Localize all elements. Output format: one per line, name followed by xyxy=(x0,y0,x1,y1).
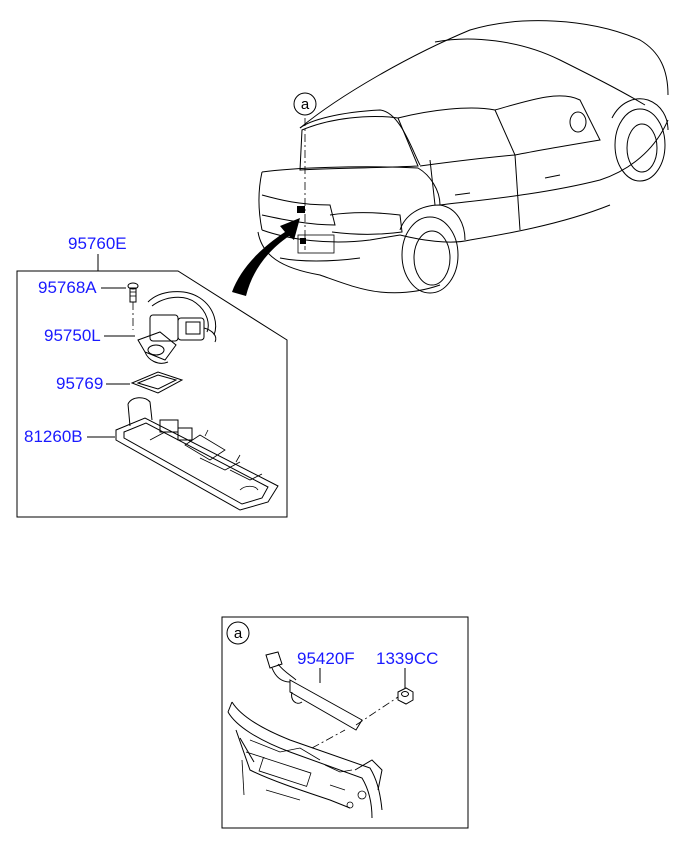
label-garnish: 81260B xyxy=(24,427,83,446)
location-arrow xyxy=(232,218,300,296)
callout-a-detail-letter: a xyxy=(234,625,243,642)
nut-part xyxy=(397,687,414,705)
camera-location-mark xyxy=(297,206,305,213)
unit-location-mark xyxy=(300,238,306,244)
parts-box-top xyxy=(16,270,288,518)
label-camera: 95750L xyxy=(44,326,101,345)
callout-a-top-letter: a xyxy=(301,96,310,113)
label-nut: 1339CC xyxy=(376,649,438,668)
callout-a-detail: a xyxy=(226,621,250,645)
label-screw: 95768A xyxy=(38,278,97,297)
callout-a-top: a xyxy=(293,92,317,116)
screw-part xyxy=(127,282,139,330)
detail-box-a xyxy=(221,616,469,829)
label-assembly: 95760E xyxy=(68,234,127,253)
camera-part xyxy=(137,291,217,364)
trunk-panel-part xyxy=(227,701,383,819)
car-illustration xyxy=(257,20,669,294)
garnish-part xyxy=(115,397,279,511)
gasket-part xyxy=(130,371,184,394)
label-unit: 95420F xyxy=(297,649,355,668)
label-gasket: 95769 xyxy=(56,374,103,393)
unit-part xyxy=(265,651,399,749)
